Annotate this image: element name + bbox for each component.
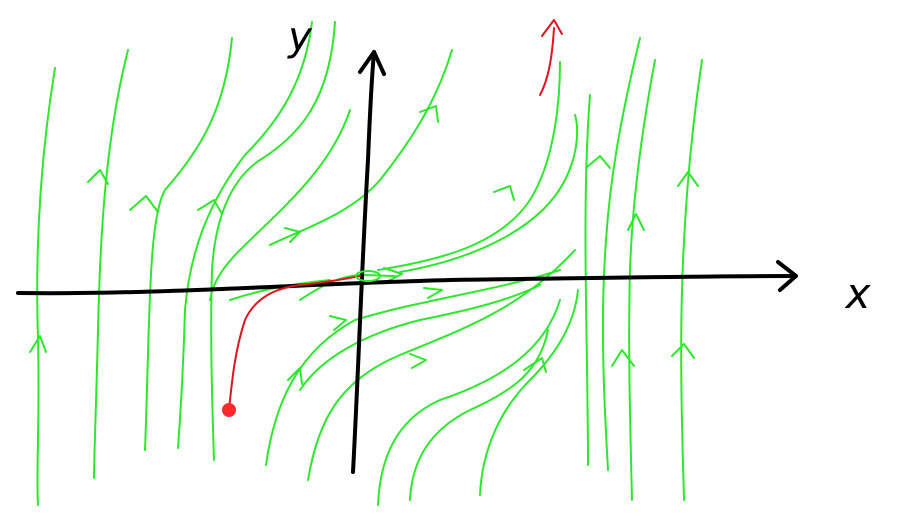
arrowhead-icon bbox=[523, 357, 547, 373]
trajectory-escape bbox=[539, 27, 555, 96]
y-axis-label: y bbox=[287, 14, 313, 60]
y-axis bbox=[351, 50, 376, 474]
flow-line bbox=[299, 284, 541, 391]
flow-line bbox=[399, 114, 579, 273]
flow-line bbox=[93, 49, 129, 479]
arrowhead-icon bbox=[329, 315, 347, 331]
initial-point bbox=[222, 403, 236, 417]
flow-line bbox=[628, 59, 656, 501]
origin-loop bbox=[355, 270, 381, 282]
flow-line bbox=[479, 289, 579, 496]
arrowhead-icon bbox=[627, 213, 645, 231]
y-axis-arrowhead bbox=[358, 50, 386, 76]
x-axis-arrowhead bbox=[776, 260, 798, 292]
origin-marker bbox=[355, 270, 381, 282]
flow-line bbox=[144, 37, 233, 451]
arrowhead-icon bbox=[383, 267, 403, 283]
arrowhead-icon bbox=[677, 171, 699, 187]
arrowhead-icon bbox=[419, 105, 439, 123]
flow-line bbox=[584, 94, 591, 466]
flow-line bbox=[269, 49, 453, 246]
flow-line bbox=[307, 249, 576, 481]
flow-arrowheads bbox=[29, 105, 699, 385]
flow-line bbox=[409, 329, 549, 501]
arrowhead-icon bbox=[423, 287, 443, 299]
arrowhead-icon bbox=[284, 227, 301, 243]
arrowhead-icon bbox=[129, 195, 159, 213]
trajectory-arrowhead bbox=[541, 19, 563, 37]
x-axis-label: x bbox=[844, 269, 872, 318]
trajectory bbox=[222, 19, 563, 417]
flow-line bbox=[377, 299, 561, 506]
y-axis-label-text: y bbox=[287, 14, 313, 60]
arrowhead-icon bbox=[87, 169, 109, 185]
arrowhead-icon bbox=[197, 199, 223, 215]
flow-line bbox=[209, 109, 351, 301]
flow-line bbox=[36, 67, 56, 506]
arrowhead-icon bbox=[671, 343, 695, 359]
arrowhead-icon bbox=[287, 367, 303, 385]
axes bbox=[16, 50, 798, 474]
flow-line bbox=[210, 21, 336, 461]
axis-labels: x y bbox=[287, 14, 871, 318]
arrowhead-icon bbox=[29, 335, 47, 353]
trajectory-curve bbox=[228, 275, 361, 411]
flow-line bbox=[601, 37, 641, 471]
flow-line bbox=[265, 269, 561, 466]
flow-lines bbox=[36, 21, 703, 506]
arrowhead-icon bbox=[611, 349, 635, 367]
x-axis-label-text: x bbox=[844, 269, 872, 318]
x-axis bbox=[16, 274, 797, 296]
flow-line bbox=[177, 21, 313, 449]
arrowhead-icon bbox=[493, 185, 515, 201]
flow-line bbox=[680, 59, 703, 501]
arrowhead-icon bbox=[409, 353, 427, 369]
flow-line bbox=[377, 61, 561, 271]
arrowhead-icon bbox=[585, 155, 611, 169]
